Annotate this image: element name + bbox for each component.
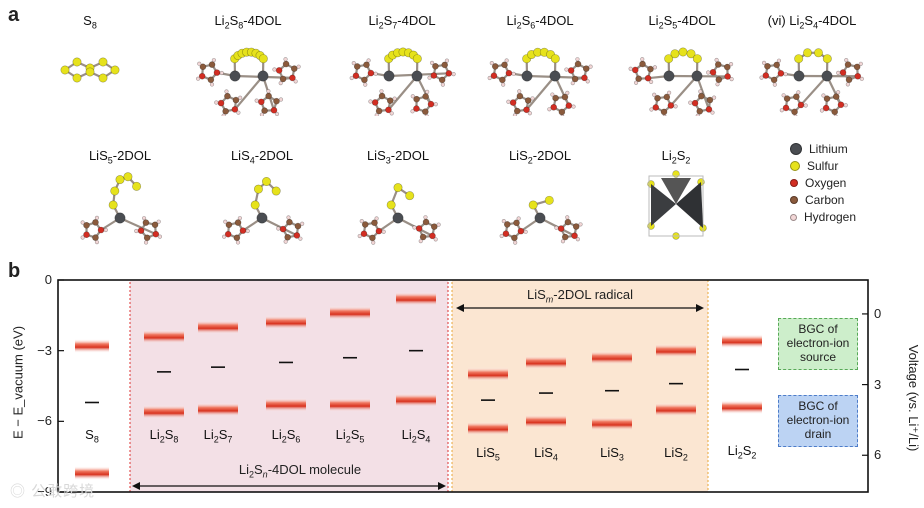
molecule-group-arrow — [132, 482, 446, 490]
species-label: Li2S8 — [149, 427, 179, 445]
bgc-drain-box: BGC of electron-ion drain — [778, 395, 858, 447]
molecule-row2-structure — [80, 172, 163, 245]
molecule-row1-structure — [349, 47, 456, 116]
molecule-row2-structure — [499, 195, 583, 245]
y-tick-label: −6 — [37, 413, 52, 429]
molecule-row1-structure — [195, 47, 301, 116]
homo-level — [656, 402, 696, 417]
legend-swatch — [790, 213, 797, 221]
y-axis-label: E − E_vacuum (eV) — [10, 325, 26, 440]
y-tick-label: −9 — [37, 484, 52, 499]
lumo-level — [592, 350, 632, 365]
molecule-row1-structure — [60, 57, 120, 83]
lumo-level — [266, 315, 306, 330]
molecule-row1-structure — [487, 47, 593, 116]
molecule-row2-label: LiS2-2DOL — [508, 148, 572, 166]
bgc-source-box: BGC of electron-ion source — [778, 318, 858, 370]
homo-level — [266, 397, 306, 412]
right-axis-label: Voltage (vs. Li⁺/Li) — [906, 344, 921, 452]
homo-level — [722, 400, 762, 415]
molecule-row2-label: LiS3-2DOL — [366, 148, 430, 166]
legend-swatch — [790, 196, 798, 204]
species-label: LiS5 — [476, 445, 500, 463]
lumo-level — [75, 338, 109, 353]
species-label: Li2S4 — [401, 427, 431, 445]
legend-swatch — [790, 161, 800, 171]
lumo-level — [656, 343, 696, 358]
molecule-row1-label: (vi) Li2S4-4DOL — [767, 13, 857, 31]
homo-level — [198, 402, 238, 417]
energy-level-diagram — [57, 279, 869, 493]
legend-text: Lithium — [809, 142, 848, 156]
molecule-row1-label: Li2S6-4DOL — [506, 13, 574, 31]
molecule-row1-label: S8 — [83, 13, 97, 31]
legend-text: Sulfur — [807, 159, 839, 173]
species-label: LiS3 — [600, 445, 624, 463]
species-label: LiS4 — [534, 445, 558, 463]
y-tick-label: −3 — [37, 342, 52, 358]
right-tick-label: 0 — [874, 305, 882, 321]
radical-group-label: LiSm-2DOL radical — [526, 287, 633, 305]
species-label: Li2S7 — [203, 427, 233, 445]
homo-level — [468, 421, 508, 436]
legend-text: Carbon — [805, 193, 845, 207]
lumo-level — [198, 320, 238, 335]
species-label: Li2S2 — [727, 443, 757, 461]
legend-swatch — [790, 179, 798, 187]
watermark: ◎ 公敢跨境 — [10, 483, 96, 500]
right-tick-label: 6 — [874, 447, 882, 463]
right-tick-label: 3 — [874, 376, 882, 392]
lumo-level — [144, 329, 184, 344]
homo-level — [330, 397, 370, 412]
legend-item-carbon: Carbon — [790, 193, 844, 207]
legend-item-sulfur: Sulfur — [790, 159, 838, 173]
lumo-level — [468, 367, 508, 382]
y-tick-label: 0 — [44, 272, 52, 287]
lumo-level — [722, 334, 762, 349]
molecule-row1-label: Li2S8-4DOL — [214, 13, 282, 31]
legend-text: Oxygen — [805, 176, 847, 190]
homo-level — [396, 393, 436, 408]
molecule-row1-structure — [759, 48, 864, 116]
homo-level — [144, 404, 184, 419]
homo-level — [526, 414, 566, 429]
molecule-region — [129, 279, 449, 493]
panel-a-letter: a — [8, 4, 20, 26]
legend-swatch — [790, 143, 802, 155]
radical-group-arrow — [456, 304, 704, 312]
radical-region — [451, 279, 709, 493]
species-label: LiS2 — [664, 445, 688, 463]
molecule-row1-structure — [628, 47, 734, 116]
molecule-group-label: Li2Sn-4DOL molecule — [238, 462, 362, 480]
lumo-level — [396, 291, 436, 306]
molecule-row1-label: Li2S7-4DOL — [368, 13, 436, 31]
lumo-level — [526, 355, 566, 370]
panel-b-letter: b — [8, 260, 21, 282]
homo-level — [75, 466, 109, 481]
species-label: Li2S6 — [271, 427, 301, 445]
species-label: S8 — [85, 427, 99, 445]
species-label: Li2S5 — [335, 427, 365, 445]
molecule-row2-structure — [647, 170, 707, 240]
legend-item-lithium: Lithium — [790, 142, 848, 156]
legend-text: Hydrogen — [804, 210, 857, 224]
lumo-level — [330, 305, 370, 320]
molecule-row2-structure — [357, 183, 441, 245]
legend-item-hydrogen: Hydrogen — [790, 210, 856, 224]
molecule-row2-label: Li2S2 — [661, 148, 691, 166]
molecule-row2-label: LiS5-2DOL — [88, 148, 152, 166]
legend-item-oxygen: Oxygen — [790, 176, 846, 190]
homo-level — [592, 416, 632, 431]
plot-frame — [57, 279, 869, 493]
molecule-row2-label: LiS4-2DOL — [230, 148, 294, 166]
molecule-row2-structure — [221, 177, 305, 245]
molecule-row1-label: Li2S5-4DOL — [648, 13, 716, 31]
